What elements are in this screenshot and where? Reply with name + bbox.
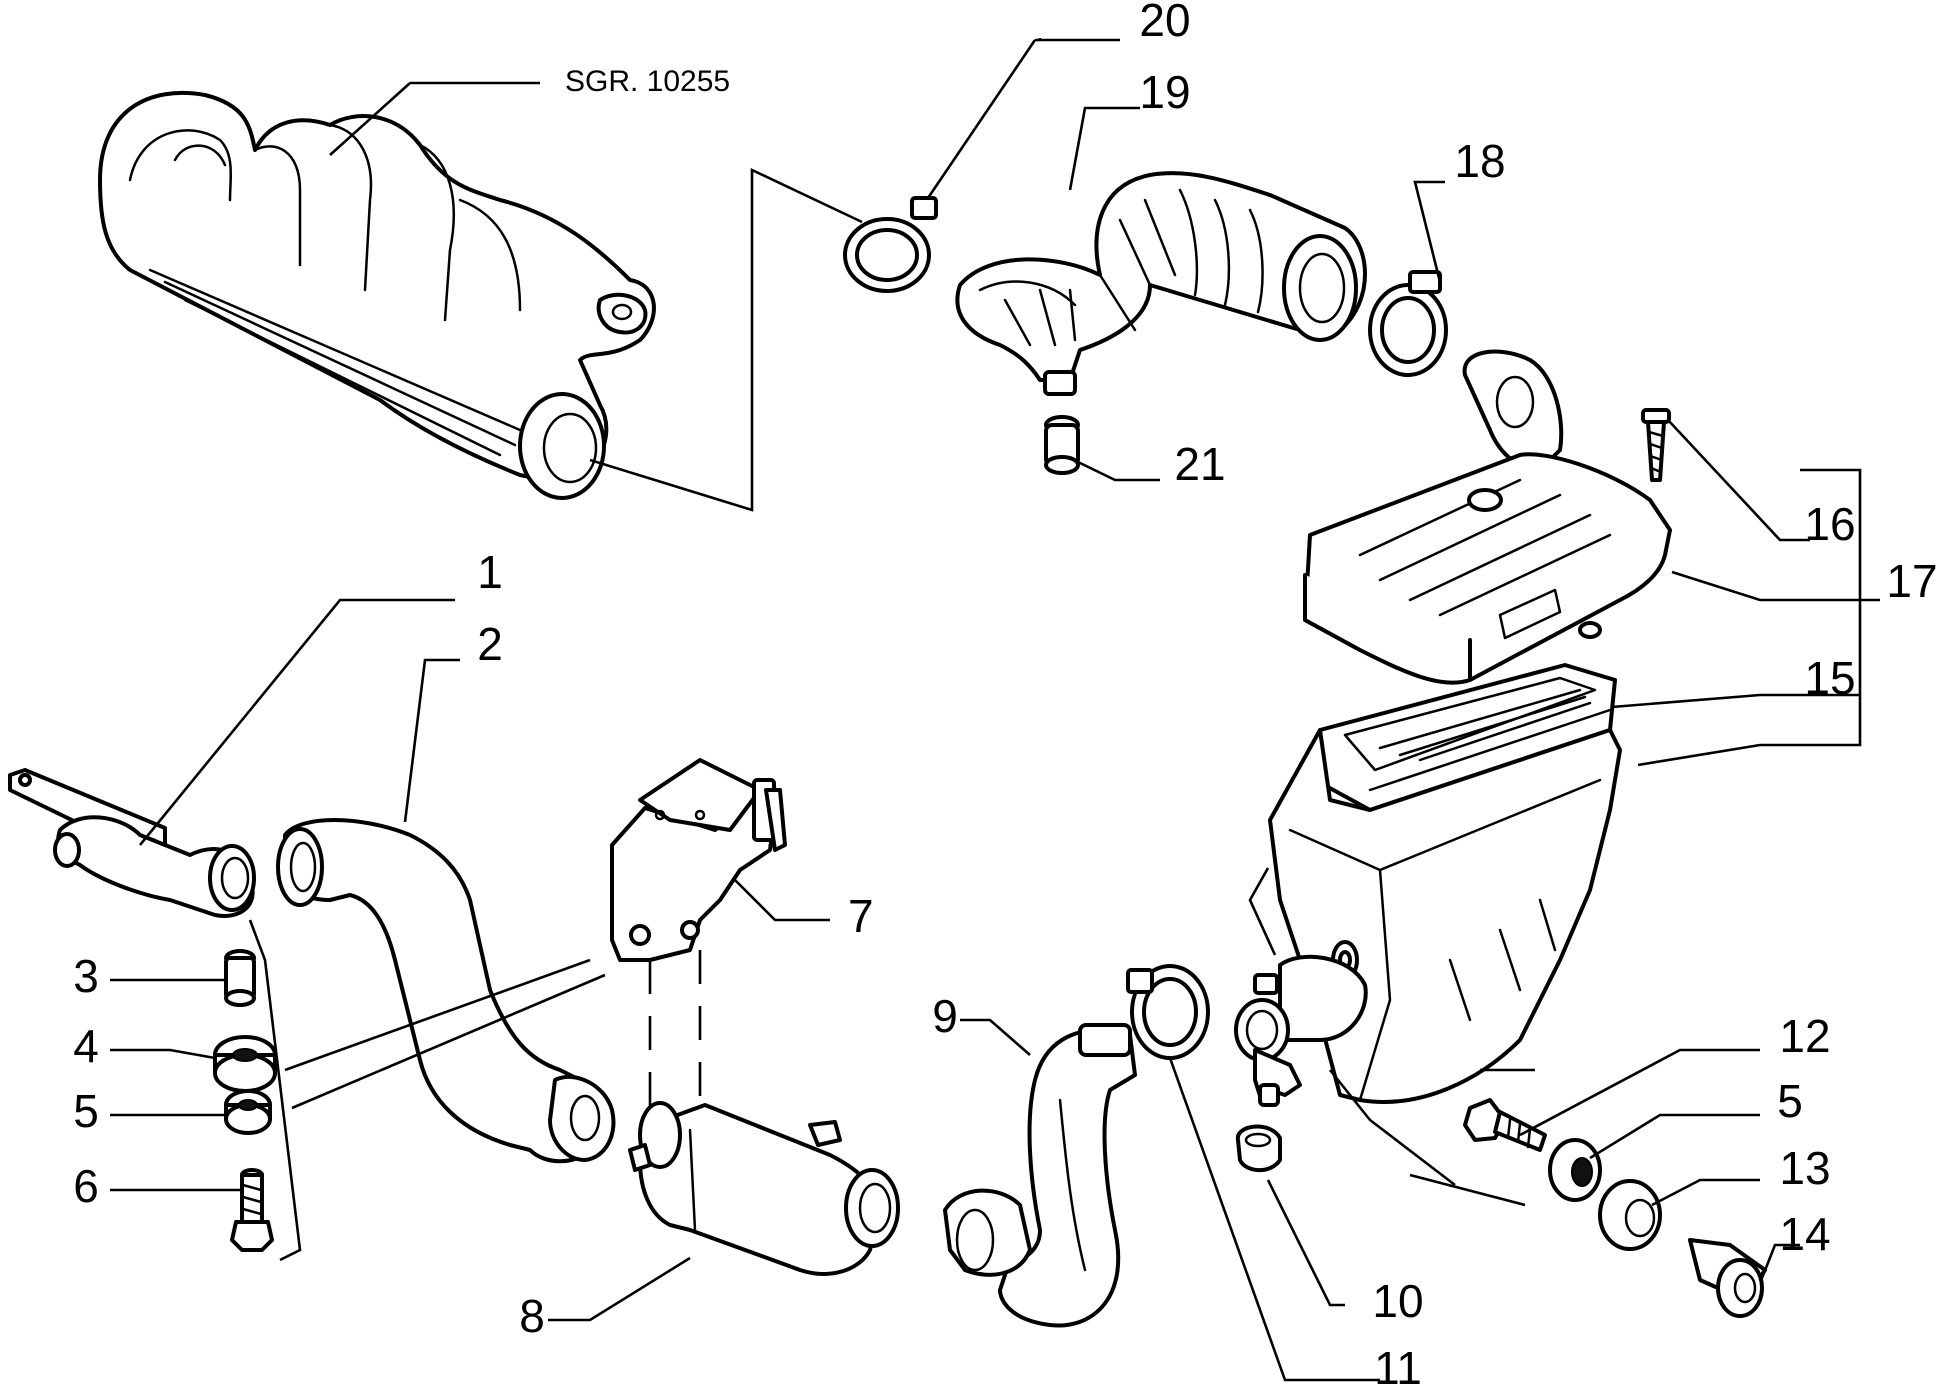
leader-10	[1266, 1179, 1345, 1307]
part-14-bushing	[1688, 1238, 1767, 1318]
leader-13	[1651, 1178, 1760, 1207]
callout-8: 8	[519, 1290, 545, 1342]
leader-housing-inlet	[1248, 867, 1277, 956]
leader-16	[1667, 419, 1810, 542]
manifold-connection-line	[589, 167, 863, 512]
air-filter-lid	[1303, 349, 1672, 685]
part-4-grommet	[213, 1035, 277, 1093]
leader-2	[403, 658, 460, 823]
leader-reference	[329, 81, 540, 156]
air-filter-housing	[1234, 728, 1622, 1104]
leader-20	[926, 39, 1037, 199]
callout-7: 7	[848, 890, 874, 942]
callout-5-left: 5	[73, 1085, 99, 1137]
callout-15: 15	[1804, 652, 1855, 704]
part-21-connector	[1044, 415, 1080, 475]
leader-19	[1068, 106, 1140, 191]
leader-8	[548, 1256, 691, 1322]
callout-3: 3	[73, 950, 99, 1002]
leader-18	[1413, 180, 1445, 283]
callout-13: 13	[1779, 1142, 1830, 1194]
reference-label: SGR. 10255	[565, 65, 730, 98]
part-13-grommet	[1598, 1179, 1662, 1251]
leader-17-bracket	[1637, 468, 1862, 767]
leader-4-to-7	[284, 958, 591, 1072]
leader-17-top	[1671, 570, 1860, 602]
callout-14: 14	[1779, 1208, 1830, 1260]
part-7-bracket-sensor	[610, 758, 787, 962]
part-11-clamp	[1126, 964, 1210, 1060]
fastener-axis	[1409, 1173, 1526, 1207]
callout-4: 4	[73, 1020, 99, 1072]
leader-4	[110, 1048, 216, 1060]
callout-19: 19	[1139, 66, 1190, 118]
part-5-washer-left	[224, 1089, 272, 1135]
leader-14	[1760, 1243, 1800, 1279]
leader-20-h	[1035, 38, 1120, 42]
intake-manifold	[98, 90, 656, 500]
fastener-assembly-lines	[1328, 1068, 1535, 1187]
part-1-bracket	[8, 768, 256, 918]
part-12-bolt	[1463, 1098, 1547, 1152]
leader-7	[734, 879, 830, 922]
callout-6: 6	[73, 1160, 99, 1212]
callout-16: 16	[1804, 498, 1855, 550]
callout-1: 1	[477, 546, 503, 598]
part-1-mount-line	[248, 919, 302, 1262]
callout-18: 18	[1454, 135, 1505, 187]
part-9-hose	[943, 1023, 1137, 1328]
callout-9: 9	[932, 990, 958, 1042]
leader-1	[138, 598, 455, 846]
part-10-drain	[1235, 1048, 1302, 1173]
leader-5-to-7	[291, 973, 606, 1110]
leader-9	[960, 1018, 1031, 1056]
part-3-sleeve	[224, 949, 256, 1007]
callout-21: 21	[1174, 438, 1225, 490]
part-5-washer-right	[1548, 1138, 1602, 1202]
callout-2: 2	[477, 618, 503, 670]
callout-11: 11	[1374, 1342, 1422, 1388]
callout-17: 17	[1886, 555, 1937, 607]
part-6-bolt	[230, 1168, 274, 1252]
part-8-resonator	[628, 1101, 900, 1276]
leader-15	[1611, 693, 1860, 709]
part-18-clamp	[1368, 270, 1448, 377]
callout-5-right: 5	[1777, 1075, 1803, 1127]
part-19-intake-hose	[955, 171, 1367, 396]
part-20-clamp	[843, 196, 938, 293]
callout-12: 12	[1779, 1010, 1830, 1062]
part-2-hose	[276, 818, 616, 1164]
part-16-screw	[1641, 408, 1671, 482]
leader-12	[1519, 1048, 1760, 1137]
callout-10: 10	[1372, 1275, 1423, 1327]
leader-21	[1077, 460, 1160, 482]
callout-20: 20	[1139, 0, 1190, 46]
leader-11	[1168, 1057, 1380, 1382]
leader-5-right	[1589, 1113, 1760, 1160]
